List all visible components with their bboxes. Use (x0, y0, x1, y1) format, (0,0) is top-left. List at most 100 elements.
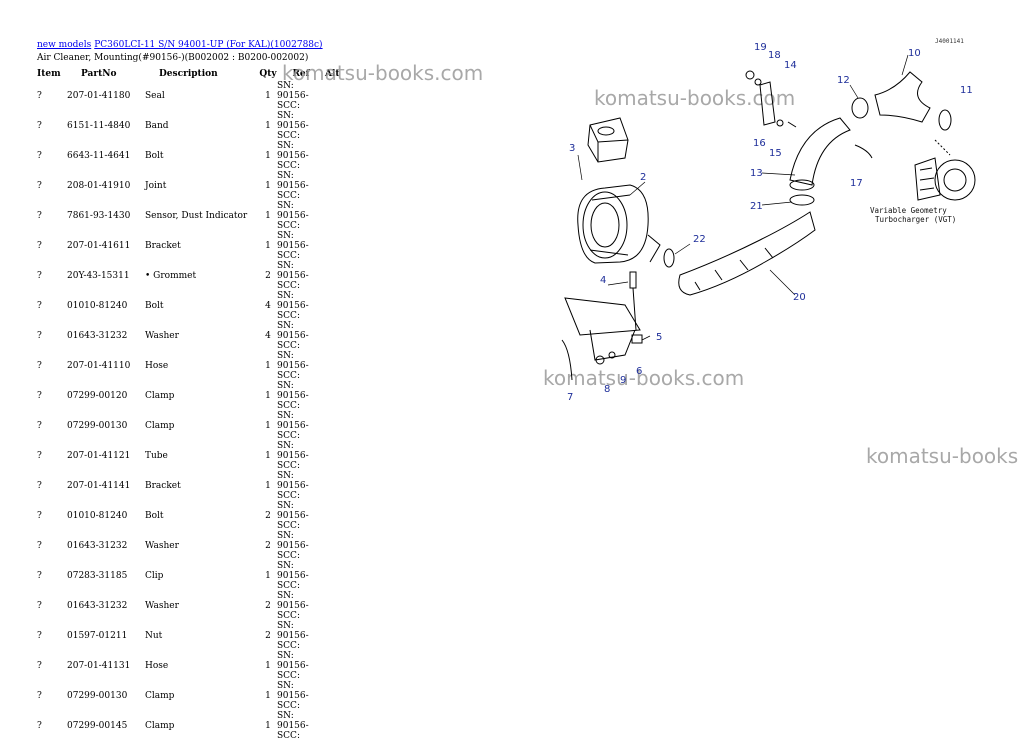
cell-alt (325, 351, 345, 381)
cell-partno: 01010-81240 (67, 511, 128, 521)
cell-qty: 1 (265, 481, 271, 491)
cell-alt (325, 681, 345, 711)
cell-partno: 207-01-41110 (67, 361, 131, 371)
cell-description: Clip (145, 571, 164, 581)
cell-qty: 1 (265, 121, 271, 131)
cell-partno: 01010-81240 (67, 301, 128, 311)
callout-15: 15 (769, 148, 782, 159)
cell-item: ? (37, 121, 42, 131)
cell-partno: 207-01-41180 (67, 91, 131, 101)
washer-16 (776, 119, 784, 127)
cell-item: ? (37, 451, 42, 461)
cell-description: Clamp (145, 421, 175, 431)
cell-description: Washer (145, 601, 179, 611)
cell-qty: 4 (265, 301, 271, 311)
cell-ref: SN: 90156-SCC: (277, 531, 309, 561)
cell-qty: 1 (265, 421, 271, 431)
cell-alt (325, 141, 345, 171)
cell-item: ? (37, 361, 42, 371)
watermark: komatsu-books.com (543, 366, 745, 390)
tube-13 (789, 117, 851, 186)
cell-alt (325, 621, 345, 651)
parts-table: Item PartNo Description Qty Ref Alt ?207… (37, 67, 345, 741)
cell-ref: SN: 90156-SCC: (277, 231, 309, 261)
callout-3: 3 (569, 143, 575, 154)
cell-qty: 1 (265, 181, 271, 191)
cell-qty: 2 (265, 541, 271, 551)
cell-qty: 1 (265, 211, 271, 221)
cell-description: Seal (145, 91, 165, 101)
cell-qty: 2 (265, 271, 271, 281)
cell-ref: SN: 90156-SCC: (277, 171, 309, 201)
cell-description: • Grommet (145, 271, 197, 281)
cell-alt (325, 531, 345, 561)
cell-item: ? (37, 631, 42, 641)
cell-qty: 2 (265, 631, 271, 641)
callout-10: 10 (908, 48, 921, 59)
callout-19: 19 (754, 42, 767, 53)
cell-partno: 207-01-41131 (67, 661, 131, 671)
cell-qty: 1 (265, 721, 271, 731)
cell-qty: 1 (265, 661, 271, 671)
cell-ref: SN: 90156-SCC: (277, 261, 309, 291)
cell-item: ? (37, 151, 42, 161)
cell-description: Bolt (145, 151, 164, 161)
cell-qty: 4 (265, 331, 271, 341)
cell-qty: 1 (265, 361, 271, 371)
cell-alt (325, 321, 345, 351)
callout-2: 2 (640, 172, 646, 183)
cell-alt (325, 291, 345, 321)
cell-item: ? (37, 481, 42, 491)
cell-item: ? (37, 211, 42, 221)
bolt-15 (787, 121, 797, 128)
cell-qty: 1 (265, 391, 271, 401)
breadcrumb-link-model[interactable]: PC360LCI-11 S/N 94001-UP (For KAL)(10027… (94, 40, 323, 50)
hose-10 (874, 71, 931, 123)
air-cleaner-inner-ring (590, 202, 620, 248)
diagram-svg: J4001141 Variable Geometry Turbocharger … (561, 38, 976, 403)
callout-13: 13 (750, 168, 763, 179)
cell-ref: SN: 90156-SCC: (277, 441, 309, 471)
vgt-label-line1: Variable Geometry (870, 206, 947, 215)
header-description: Description (159, 69, 218, 79)
callout-18: 18 (768, 50, 781, 61)
cell-item: ? (37, 421, 42, 431)
cell-partno: 07299-00120 (67, 391, 128, 401)
callout-8: 8 (604, 384, 610, 395)
cell-qty: 2 (265, 511, 271, 521)
cell-ref: SN: 90156-SCC: (277, 201, 309, 231)
callout-11: 11 (960, 85, 973, 96)
callout-17: 17 (850, 178, 863, 189)
dust-indicator (629, 271, 637, 289)
callout-12: 12 (837, 75, 850, 86)
breadcrumb-link-new-models[interactable]: new models (37, 40, 92, 50)
cell-ref: SN: 90156-SCC: (277, 471, 309, 501)
cell-description: Washer (145, 331, 179, 341)
cell-partno: 6643-11-4641 (67, 151, 131, 161)
clip-7 (561, 339, 573, 381)
watermark: komatsu-books (866, 444, 1019, 468)
cell-partno: 20Y-43-15311 (67, 271, 130, 281)
cell-alt (325, 171, 345, 201)
cell-partno: 207-01-41141 (67, 481, 131, 491)
callout-7: 7 (567, 392, 573, 403)
cell-item: ? (37, 721, 42, 731)
cell-partno: 7861-93-1430 (67, 211, 131, 221)
page-subtitle: Air Cleaner, Mounting(#90156-)(B002002 :… (37, 53, 309, 63)
inlet-box (587, 117, 629, 163)
callout-14: 14 (784, 60, 797, 71)
cell-item: ? (37, 571, 42, 581)
vgt-label-line2: Turbocharger (VGT) (875, 215, 956, 224)
cell-description: Clamp (145, 721, 175, 731)
